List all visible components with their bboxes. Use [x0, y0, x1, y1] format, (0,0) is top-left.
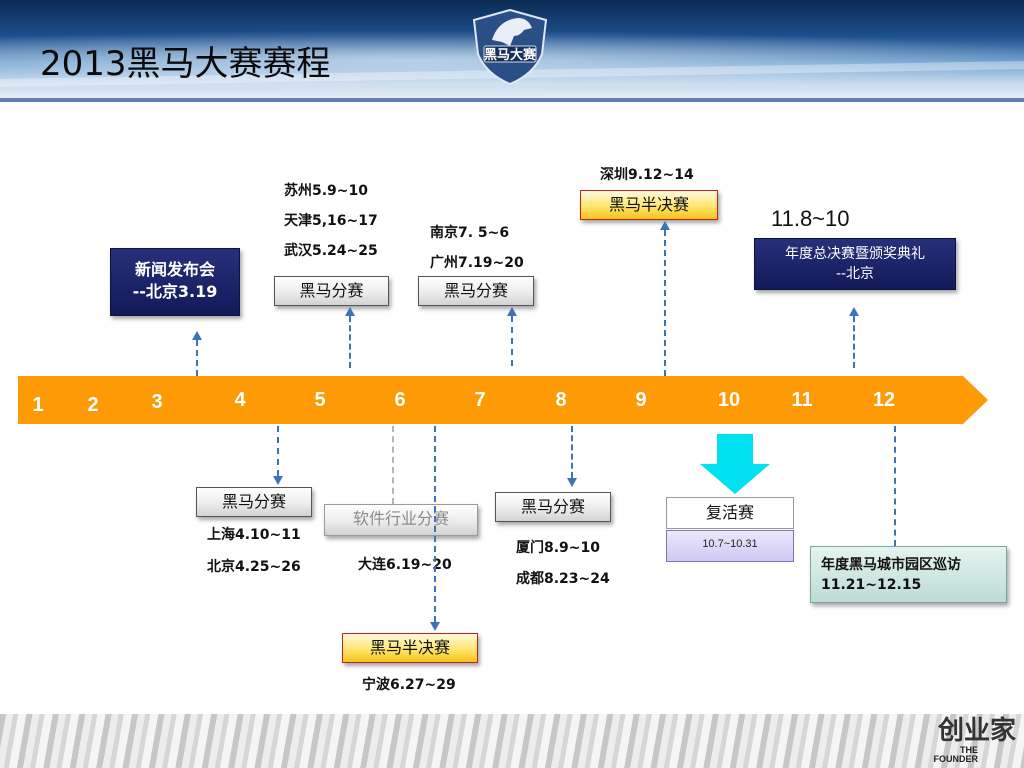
arrow-down-icon: [430, 622, 440, 631]
brand-en-2: FOUNDER: [933, 754, 979, 764]
down-arrow-icon: [700, 434, 770, 494]
month-label: 10: [717, 389, 741, 411]
city-date: 广州7.19~20: [430, 255, 524, 271]
city-date: 南京7. 5~6: [430, 225, 510, 241]
month-label: 9: [635, 389, 647, 411]
connector-line: [853, 316, 855, 368]
press-conference-date: --北京3.19: [132, 282, 218, 301]
final-ceremony-box: 年度总决赛暨颁奖典礼 --北京: [754, 238, 956, 290]
connector-line: [349, 316, 351, 368]
regional-contest-box: 黑马分赛: [418, 276, 534, 306]
arrow-up-icon: [660, 221, 670, 230]
city-date: 成都8.23~24: [516, 571, 610, 587]
city-date: 厦门8.9~10: [516, 540, 601, 556]
city-tour-box: 年度黑马城市园区巡访 11.21~12.15: [810, 546, 1007, 603]
connector-line: [277, 426, 279, 476]
city-date: 天津5,16~17: [284, 213, 378, 229]
city-date: 苏州5.9~10: [284, 183, 369, 199]
regional-contest-box: 黑马分赛: [495, 492, 611, 522]
month-label: 11: [791, 389, 813, 411]
city-tour-date: 11.21~12.15: [821, 577, 922, 593]
city-date: 宁波6.27~29: [362, 677, 456, 693]
final-ceremony-city: --北京: [835, 266, 875, 282]
month-label: 12: [872, 389, 896, 411]
connector-line: [196, 340, 198, 376]
connector-line: [894, 426, 896, 546]
month-label: 5: [314, 389, 326, 411]
arrow-down-icon: [273, 476, 283, 485]
page-title: 2013黑马大赛赛程: [40, 44, 331, 84]
connector-line: [511, 316, 513, 366]
month-label: 7: [474, 389, 486, 411]
semifinal-box: 黑马半决赛: [580, 190, 718, 220]
connector-line: [392, 426, 394, 504]
software-contest-box: 软件行业分赛: [324, 504, 478, 536]
connector-line: [664, 230, 666, 376]
month-label: 6: [394, 389, 406, 411]
city-tour-title: 年度黑马城市园区巡访: [821, 557, 961, 573]
city-date: 上海4.10~11: [207, 527, 301, 543]
revival-box: 复活赛: [666, 497, 794, 529]
horse-shield-icon: 黑马大赛: [472, 8, 548, 86]
month-label: 8: [555, 389, 567, 411]
connector-line: [434, 426, 436, 622]
arrow-down-icon: [567, 478, 577, 487]
month-label: 4: [234, 389, 246, 411]
month-label: 1: [32, 394, 44, 416]
month-label: 3: [151, 391, 163, 413]
revival-date: 10.7~10.31: [666, 530, 794, 562]
semifinal-box: 黑马半决赛: [342, 633, 478, 663]
connector-line: [571, 426, 573, 478]
regional-contest-box: 黑马分赛: [274, 276, 389, 306]
arrow-up-icon: [345, 307, 355, 316]
city-date: 武汉5.24~25: [284, 243, 378, 259]
arrow-up-icon: [192, 331, 202, 340]
arrow-up-icon: [849, 307, 859, 316]
final-date: 11.8~10: [771, 206, 850, 231]
brand-logo: 创业家 THE FOUNDER: [934, 716, 1017, 764]
logo-text: 黑马大赛: [484, 47, 537, 63]
footer-band: [0, 714, 1024, 768]
press-conference-title: 新闻发布会: [134, 260, 215, 279]
arrow-up-icon: [507, 307, 517, 316]
timeline-arrow: [18, 376, 988, 424]
month-label: 2: [87, 394, 99, 416]
brand-name: 创业家: [937, 716, 1016, 746]
city-date: 深圳9.12~14: [600, 167, 694, 183]
brand-en-1: THE: [960, 745, 978, 755]
final-ceremony-title: 年度总决赛暨颁奖典礼: [785, 246, 925, 262]
regional-contest-box: 黑马分赛: [196, 487, 312, 517]
press-conference-box: 新闻发布会 --北京3.19: [110, 248, 240, 316]
city-date: 北京4.25~26: [207, 559, 301, 575]
city-date: 大连6.19~20: [358, 557, 452, 573]
